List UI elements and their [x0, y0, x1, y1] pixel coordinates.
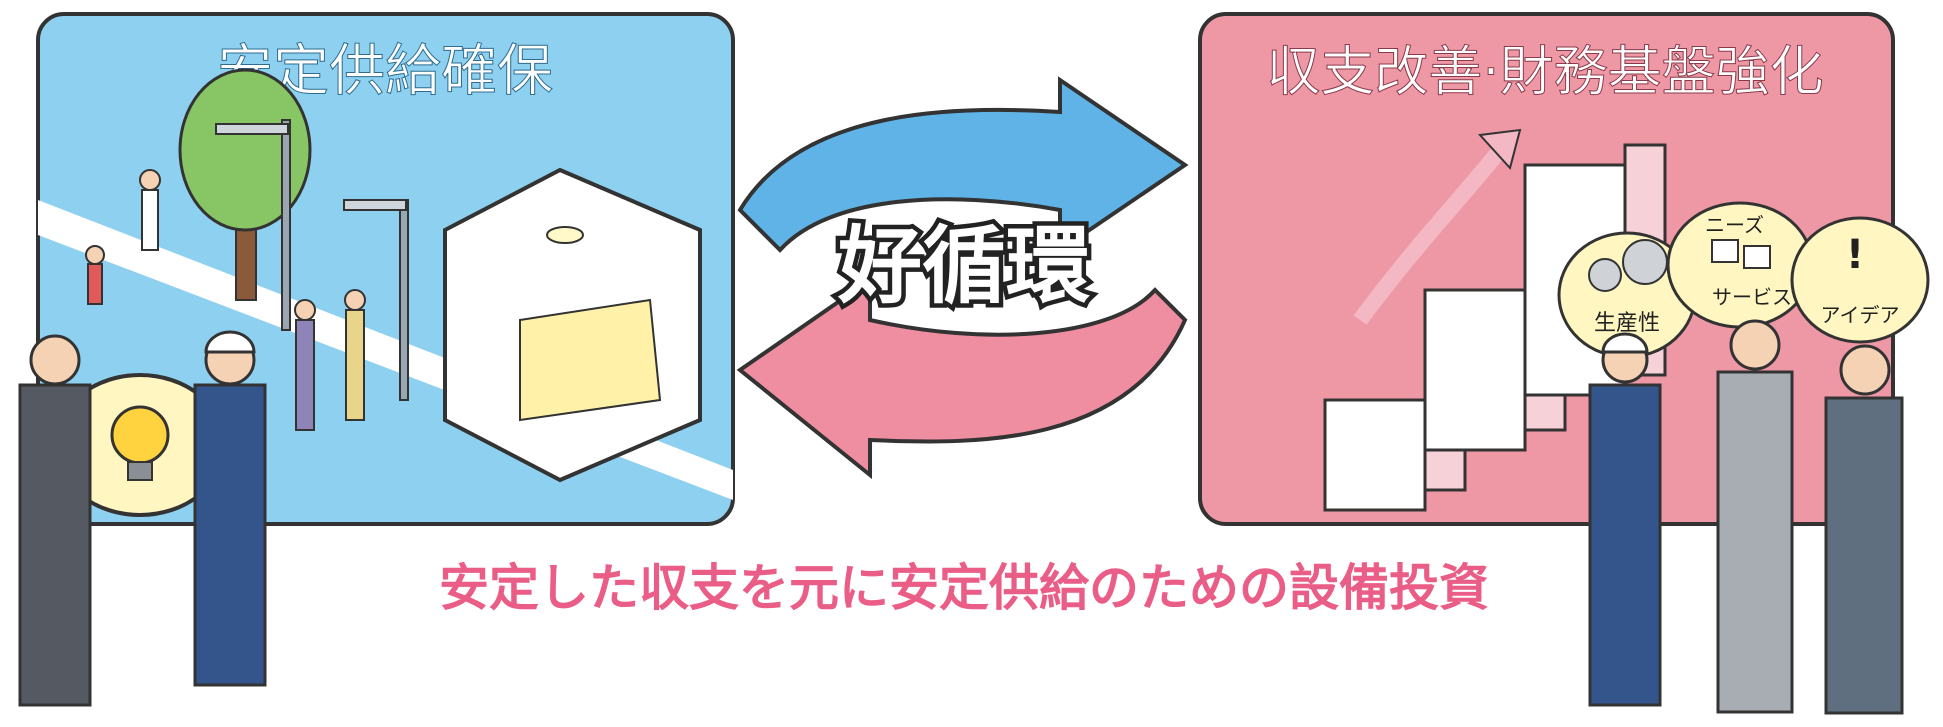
rising-arrow-icon: [1353, 145, 1507, 325]
growth-bars-illustration: [1323, 143, 1667, 512]
tree-illustration: [178, 68, 312, 301]
exclamation-icon: !: [1846, 232, 1864, 278]
bubble-label-productivity: 生産性: [1594, 311, 1660, 336]
puzzle-icon: [1711, 239, 1739, 263]
bubble-label-services: サービス: [1712, 285, 1792, 309]
bubble-label-idea: アイデア: [1821, 303, 1900, 327]
gear-icon: [1622, 239, 1668, 285]
bubble-needs-services: ニーズ サービス: [1666, 201, 1814, 329]
bottom-caption: 安定した収支を元に安定供給のための設備投資: [439, 559, 1489, 617]
cycle-arrow-pink: [736, 276, 1188, 480]
lightbulb-icon: [110, 405, 170, 465]
arrow-right-icon: [737, 76, 1189, 254]
cycle-arrow-blue: [737, 76, 1189, 254]
businessman-right-1: [1716, 319, 1794, 714]
bubble-label-needs: ニーズ: [1705, 213, 1764, 237]
left-panel: 安定供給確保: [18, 12, 735, 707]
center-label: 好循環: [837, 217, 1090, 315]
left-panel-title: 安定供給確保: [217, 39, 553, 104]
people-illustration: [85, 169, 366, 431]
arrow-left-icon: [736, 276, 1188, 480]
right-panel: 収支改善·財務基盤強化 生産性 ニーズ サービス: [1198, 12, 1930, 715]
street-lamp-icon: [215, 119, 409, 401]
gear-icon: [1588, 258, 1622, 292]
businessman-left: [18, 334, 92, 707]
lightbulb-sign: [53, 373, 227, 517]
businessman-right-2: [1824, 344, 1904, 715]
bubble-idea: ! アイデア: [1790, 216, 1930, 344]
house-illustration: [443, 167, 702, 483]
puzzle-icon: [1743, 245, 1771, 269]
right-panel-title: 収支改善·財務基盤強化: [1266, 40, 1823, 103]
worker-left: [193, 330, 267, 687]
worker-right: [1588, 332, 1662, 707]
